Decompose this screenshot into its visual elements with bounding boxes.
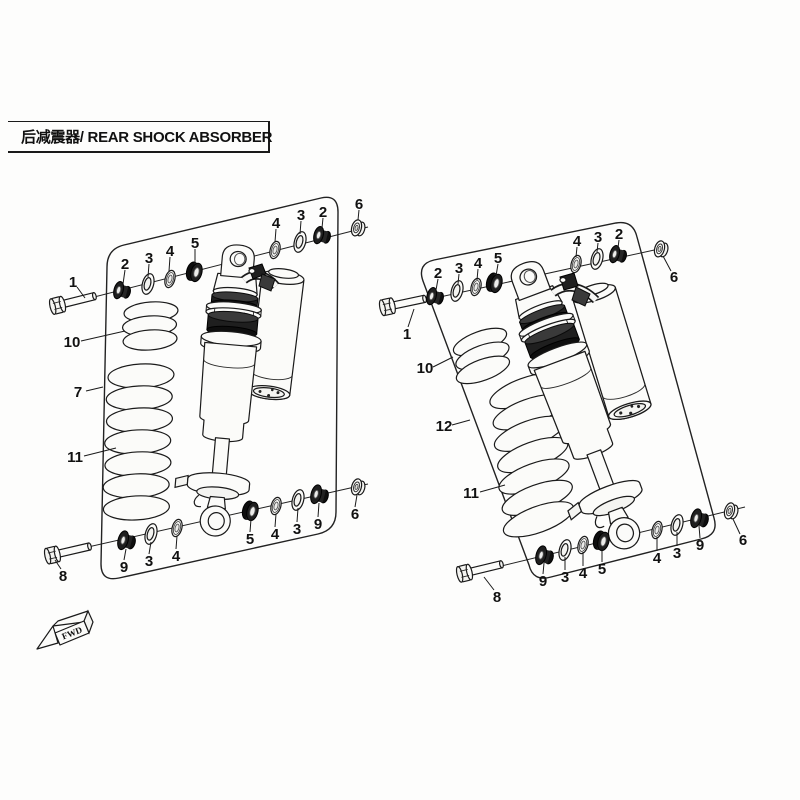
callouts-left: 1 2 3 4 5 4 3 2 6 10 7 11 8 9 3 4 5 4 3 … (54, 196, 363, 585)
nut (349, 477, 368, 498)
shock-absorber-left (170, 240, 306, 540)
bolt (42, 537, 94, 566)
callout: 6 (355, 196, 363, 213)
spacer (424, 285, 446, 309)
callout: 5 (494, 250, 502, 267)
bushing (308, 483, 331, 508)
callout: 4 (166, 243, 175, 260)
hardware-left-top (47, 218, 368, 316)
callout: 3 (297, 207, 305, 224)
callout: 4 (653, 550, 662, 567)
callout: 3 (293, 521, 301, 538)
callout: 6 (351, 506, 359, 523)
callout: 2 (319, 204, 327, 221)
nut (722, 501, 741, 522)
callout: 4 (573, 233, 582, 250)
washer (448, 278, 466, 304)
callout: 5 (598, 561, 606, 578)
callout: 11 (67, 449, 83, 466)
callout: 1 (69, 274, 77, 291)
nut (349, 218, 368, 239)
washer (568, 253, 584, 275)
page-title: 后减震器/ REAR SHOCK ABSORBER (21, 129, 273, 146)
right-panel-frame (420, 221, 716, 579)
bushing (239, 499, 261, 523)
callout: 5 (191, 235, 199, 252)
bolt (47, 287, 99, 316)
washer (169, 517, 185, 539)
callout: 5 (246, 531, 254, 548)
callout: 4 (474, 255, 483, 272)
callout: 4 (272, 215, 281, 232)
washer (267, 239, 283, 261)
fwd-direction-arrow: FWD (36, 609, 94, 650)
washer (649, 519, 665, 541)
callout: 3 (145, 553, 153, 570)
callout: 3 (455, 260, 463, 277)
bushing (483, 271, 505, 295)
bushing (115, 529, 138, 554)
callout: 3 (594, 229, 602, 246)
callout: 7 (74, 384, 82, 401)
bolt (377, 290, 429, 317)
preload-spring-right (448, 321, 516, 391)
callout: 12 (436, 418, 453, 435)
banjo-hose-right (550, 272, 600, 307)
callout: 10 (64, 334, 81, 351)
left-panel-frame (100, 196, 339, 580)
callout: 3 (145, 250, 153, 267)
title-box: 后减震器/ REAR SHOCK ABSORBER (8, 121, 273, 153)
callout: 9 (539, 573, 547, 590)
bushing (688, 507, 711, 532)
callout: 6 (739, 532, 747, 549)
washer (162, 268, 178, 290)
callout: 9 (696, 537, 704, 554)
callout: 2 (434, 265, 442, 282)
callout: 10 (417, 360, 434, 377)
spacer (311, 224, 333, 248)
spacer (111, 279, 133, 303)
callout: 11 (463, 485, 479, 502)
callouts-right: 1 2 3 4 5 4 3 2 6 10 12 11 8 9 3 4 5 4 3… (403, 226, 747, 606)
washer (468, 276, 484, 298)
callout: 4 (271, 526, 280, 543)
callout: 3 (561, 569, 569, 586)
callout: 8 (59, 568, 67, 585)
washer (575, 534, 591, 556)
banjo-hose-left (241, 263, 280, 292)
nut (652, 239, 671, 260)
callout: 3 (673, 545, 681, 562)
shock-absorber-right (480, 251, 661, 565)
bolt (454, 555, 506, 584)
callout: 9 (314, 516, 322, 533)
washer (268, 495, 284, 517)
callout: 4 (172, 548, 181, 565)
callout: 1 (403, 326, 411, 343)
main-spring-left (100, 359, 177, 525)
callout: 9 (120, 559, 128, 576)
callout: 8 (493, 589, 501, 606)
callout: 6 (670, 269, 678, 286)
bushing (533, 544, 556, 569)
callout: 2 (121, 256, 129, 273)
bushing (183, 260, 205, 284)
callout: 4 (579, 565, 588, 582)
preload-spring-left (120, 297, 180, 355)
callout: 2 (615, 226, 623, 243)
